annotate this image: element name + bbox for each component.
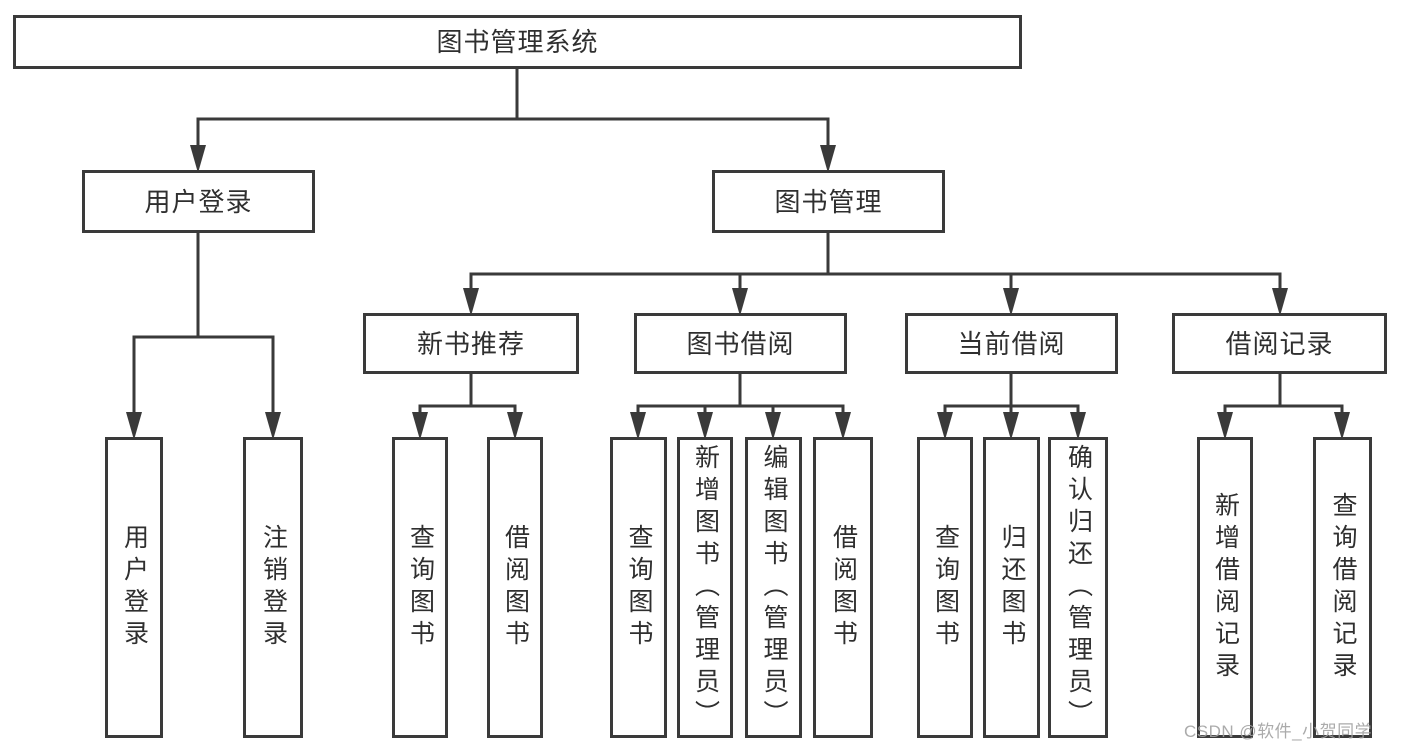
node-current-borrow: 当前借阅	[905, 313, 1118, 374]
arrow-down-icon	[1003, 412, 1019, 440]
node-book-borrow: 图书借阅	[634, 313, 847, 374]
node-book-management-label: 图书管理	[774, 186, 883, 217]
leaf-newbook-borrow-books-label: 借阅图书	[501, 523, 530, 652]
leaf-current-query-books: 查询图书	[917, 437, 973, 738]
node-user-login-label: 用户登录	[144, 186, 253, 217]
leaf-record-query-record: 查询借阅记录	[1313, 437, 1372, 738]
arrow-down-icon	[412, 412, 428, 440]
arrow-down-icon	[1217, 412, 1233, 440]
leaf-borrow-add-books-admin-label: 新增图书（管理员）	[691, 443, 720, 732]
arrow-down-icon	[630, 412, 646, 440]
arrow-down-icon	[1334, 412, 1350, 440]
node-user-login: 用户登录	[82, 170, 315, 233]
arrow-down-icon	[463, 288, 479, 316]
leaf-borrow-edit-books-admin: 编辑图书（管理员）	[745, 437, 802, 738]
node-borrow-record: 借阅记录	[1172, 313, 1387, 374]
arrow-down-icon	[1070, 412, 1086, 440]
leaf-borrow-query-books-label: 查询图书	[625, 523, 653, 652]
arrow-down-icon	[697, 412, 713, 440]
leaf-newbook-query-books: 查询图书	[392, 437, 448, 738]
arrow-down-icon	[820, 145, 836, 173]
leaf-logout-label: 注销登录	[259, 523, 288, 652]
leaf-borrow-edit-books-admin-label: 编辑图书（管理员）	[760, 443, 788, 732]
arrow-down-icon	[835, 412, 851, 440]
leaf-user-login: 用户登录	[105, 437, 163, 738]
arrow-down-icon	[190, 145, 206, 173]
node-borrow-record-label: 借阅记录	[1225, 328, 1334, 359]
node-root-label: 图书管理系统	[436, 27, 599, 57]
arrow-down-icon	[937, 412, 953, 440]
leaf-borrow-borrow-books: 借阅图书	[813, 437, 873, 738]
arrow-down-icon	[126, 412, 142, 440]
leaf-current-return-books: 归还图书	[983, 437, 1040, 738]
leaf-record-add-record-label: 新增借阅记录	[1211, 491, 1240, 684]
leaf-current-return-books-label: 归还图书	[998, 523, 1026, 652]
arrow-down-icon	[765, 412, 781, 440]
leaf-borrow-add-books-admin: 新增图书（管理员）	[677, 437, 733, 738]
leaf-current-confirm-return-admin: 确认归还（管理员）	[1048, 437, 1108, 738]
leaf-newbook-query-books-label: 查询图书	[406, 523, 435, 652]
node-new-book-recommend: 新书推荐	[363, 313, 579, 374]
leaf-newbook-borrow-books: 借阅图书	[487, 437, 543, 738]
node-book-borrow-label: 图书借阅	[686, 328, 795, 359]
leaf-user-login-label: 用户登录	[120, 523, 149, 652]
leaf-record-add-record: 新增借阅记录	[1197, 437, 1253, 738]
leaf-current-confirm-return-admin-label: 确认归还（管理员）	[1064, 443, 1093, 732]
node-book-management: 图书管理	[712, 170, 945, 233]
arrow-down-icon	[732, 288, 748, 316]
node-root: 图书管理系统	[13, 15, 1022, 69]
leaf-record-query-record-label: 查询借阅记录	[1329, 491, 1357, 684]
arrow-down-icon	[507, 412, 523, 440]
leaf-borrow-borrow-books-label: 借阅图书	[829, 523, 858, 652]
leaf-current-query-books-label: 查询图书	[931, 523, 960, 652]
arrow-down-icon	[1272, 288, 1288, 316]
watermark: CSDN @软件_小贺同学	[1184, 722, 1373, 741]
node-new-book-recommend-label: 新书推荐	[416, 328, 525, 359]
arrow-down-icon	[265, 412, 281, 440]
node-current-borrow-label: 当前借阅	[957, 328, 1066, 359]
arrow-down-icon	[1003, 288, 1019, 316]
leaf-borrow-query-books: 查询图书	[610, 437, 667, 738]
leaf-logout: 注销登录	[243, 437, 303, 738]
